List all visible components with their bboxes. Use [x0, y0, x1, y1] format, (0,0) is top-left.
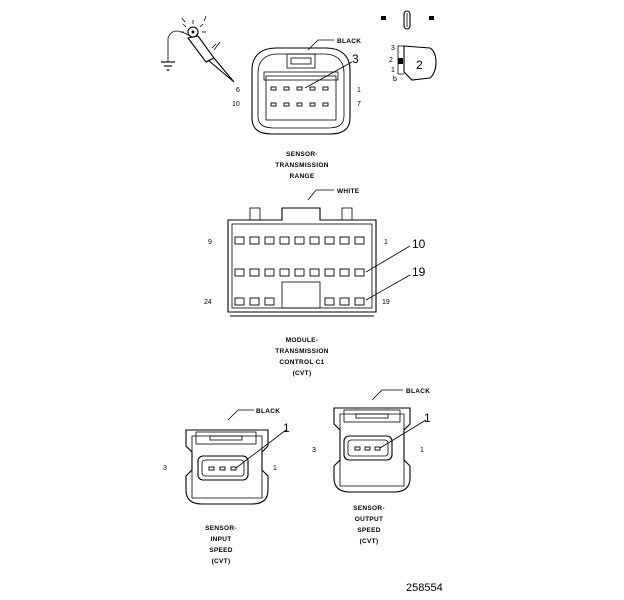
- tcm-row-1: [234, 236, 365, 245]
- tcm-callout-top: 10: [412, 237, 426, 251]
- tcm-pin-row1-right: 1: [384, 239, 388, 246]
- caption-line: MODULE-: [286, 337, 318, 344]
- output-speed-callout: 1: [424, 411, 431, 425]
- tcm-callout-bottom: 19: [412, 265, 426, 279]
- tcm-callout-bottom-leader: [365, 274, 411, 301]
- trans-range-pin-bottom-right: 7: [357, 101, 361, 108]
- caption-line: SENSOR-: [205, 525, 237, 532]
- output-speed-connector: BLACK 1 3 1: [312, 388, 431, 493]
- inset-pin-label: 1: [391, 67, 395, 74]
- caption-line: (CVT): [360, 538, 379, 545]
- caption-line: SPEED: [209, 547, 233, 554]
- output-speed-wire-color: BLACK: [406, 388, 430, 395]
- input-speed-callout-leader: [235, 429, 287, 469]
- wire-color-leader: [227, 409, 254, 421]
- caption-line: SENSOR-: [286, 151, 318, 158]
- trans-range-connector: BLACK 3 6 1 10 7: [232, 38, 361, 135]
- trans-range-caption: SENSOR- TRANSMISSION RANGE: [275, 151, 328, 180]
- tcm-row-3: [234, 297, 365, 306]
- terminal-inset: 2 3 2 1 b: [381, 10, 437, 83]
- tcm-row-2: [234, 268, 365, 277]
- inset-pin-label: 2: [389, 57, 393, 64]
- tcm-callout-top-leader: [365, 245, 411, 273]
- wire-color-leader: [307, 39, 334, 51]
- input-speed-callout: 1: [283, 421, 290, 435]
- tcm-pin-row3-right: 19: [382, 299, 390, 306]
- caption-line: RANGE: [290, 173, 315, 180]
- tcm-caption: MODULE- TRANSMISSION CONTROL C1 (CVT): [275, 337, 328, 377]
- input-speed-pin-right: 1: [273, 465, 277, 472]
- tcm-key-block: [281, 281, 321, 309]
- inset-pin-label: b: [393, 76, 397, 83]
- input-speed-connector: BLACK 1 3 1: [163, 408, 290, 505]
- output-speed-pin-right: 1: [420, 447, 424, 454]
- tcm-wire-color: WHITE: [337, 188, 360, 195]
- wire-color-leader: [371, 389, 403, 401]
- output-speed-caption: SENSOR- OUTPUT SPEED (CVT): [353, 505, 385, 545]
- caption-line: CONTROL C1: [279, 359, 324, 366]
- test-probe-icon: [161, 15, 235, 83]
- input-speed-wire-color: BLACK: [256, 408, 280, 415]
- trans-range-pin-top-right: 1: [357, 87, 361, 94]
- caption-line: (CVT): [293, 370, 312, 377]
- figure-id: 258554: [406, 582, 443, 594]
- tcm-connector: WHITE: [204, 188, 426, 317]
- caption-line: OUTPUT: [355, 516, 384, 523]
- input-speed-caption: SENSOR- INPUT SPEED (CVT): [205, 525, 237, 565]
- tcm-pin-row3-left: 24: [204, 299, 212, 306]
- tcm-pin-row1-left: 9: [208, 239, 212, 246]
- caption-line: TRANSMISSION: [275, 348, 328, 355]
- inset-callout: 2: [416, 58, 423, 72]
- trans-range-callout-leader: [304, 61, 353, 89]
- caption-line: SPEED: [357, 527, 381, 534]
- caption-line: INPUT: [211, 536, 232, 543]
- wire-color-leader: [307, 189, 334, 201]
- caption-line: (CVT): [212, 558, 231, 565]
- output-speed-pin-left: 3: [312, 447, 316, 454]
- inset-pin-label: 3: [391, 45, 395, 52]
- trans-range-wire-color: BLACK: [337, 38, 361, 45]
- input-speed-pin-left: 3: [163, 465, 167, 472]
- trans-range-pin-top-left: 6: [236, 87, 240, 94]
- caption-line: TRANSMISSION: [275, 162, 328, 169]
- trans-range-pin-bottom-left: 10: [232, 101, 240, 108]
- output-speed-callout-leader: [379, 419, 427, 449]
- trans-range-callout: 3: [352, 52, 359, 66]
- caption-line: SENSOR-: [353, 505, 385, 512]
